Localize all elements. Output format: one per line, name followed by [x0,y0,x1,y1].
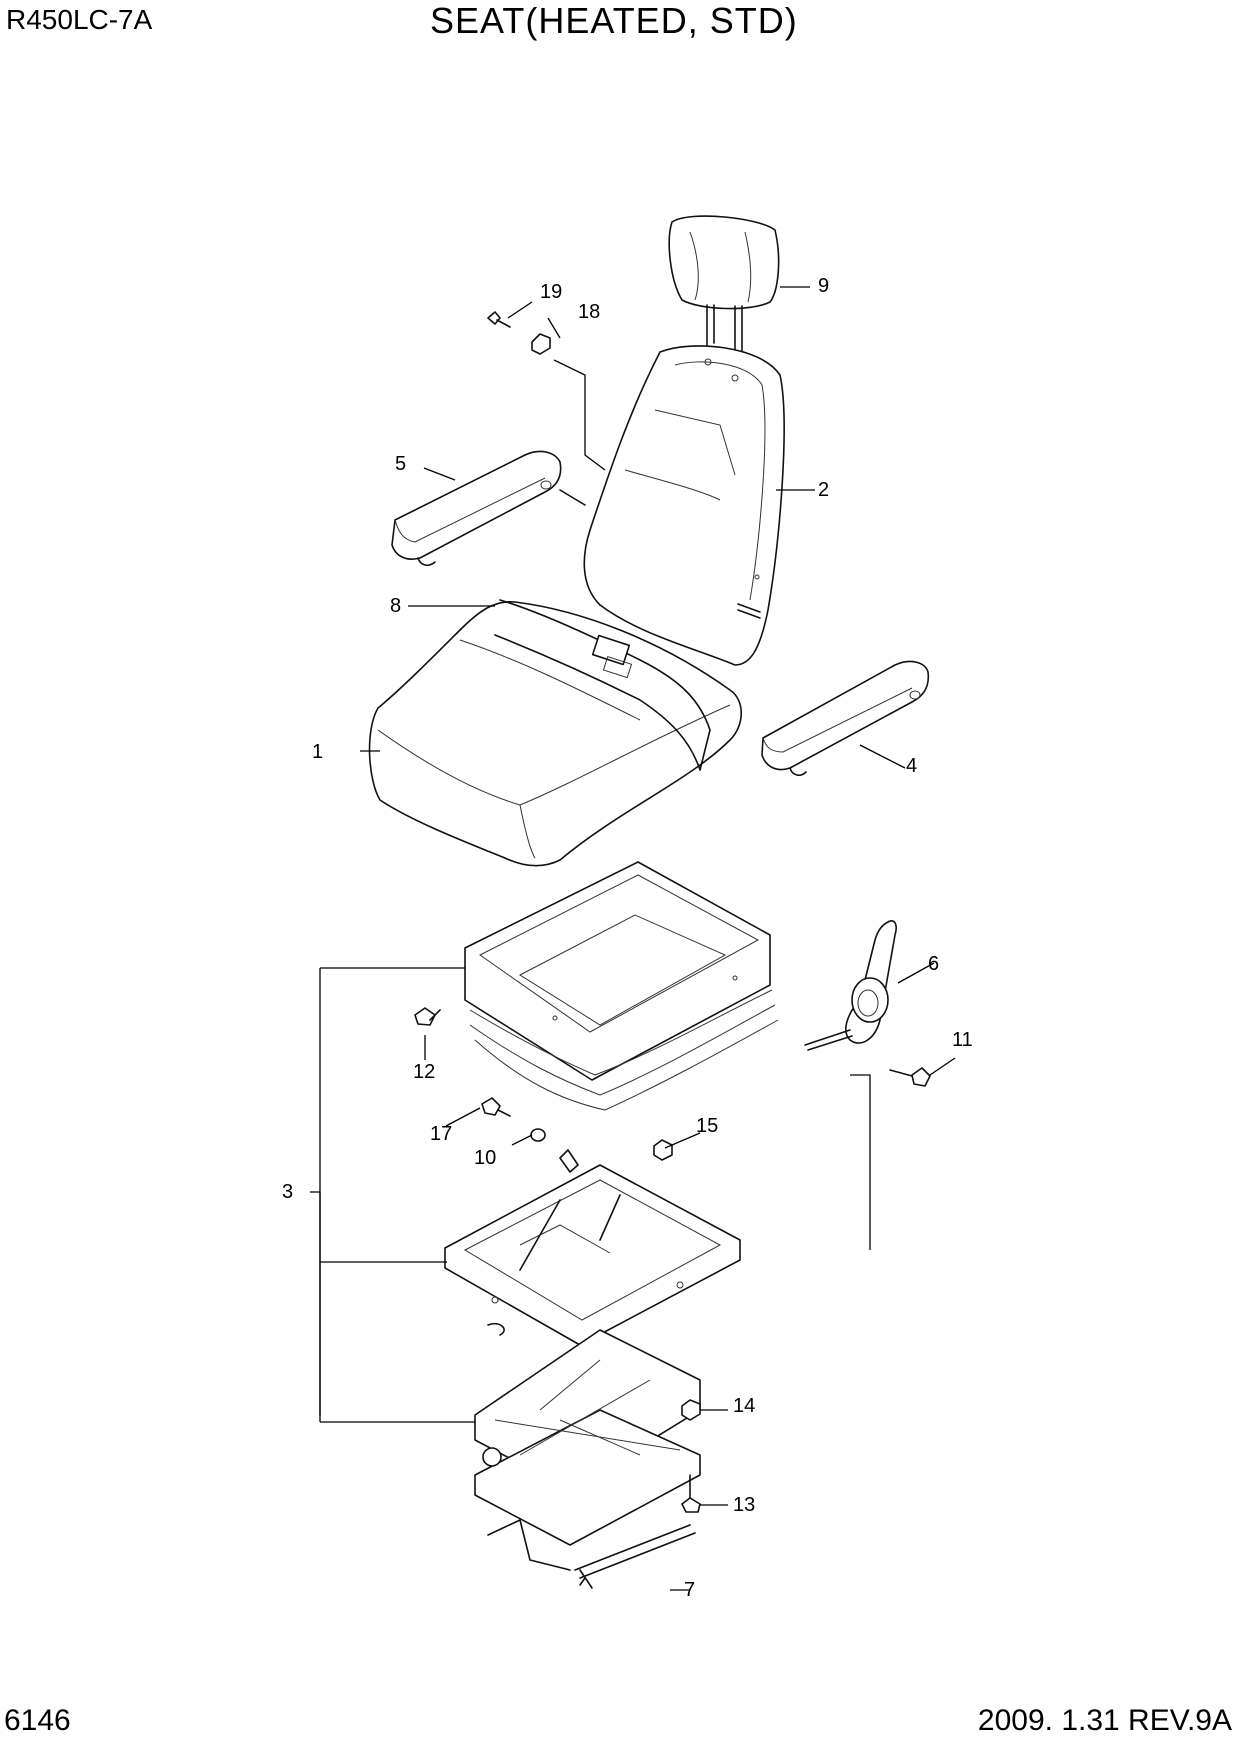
callout-15: 15 [696,1115,718,1137]
callout-12: 12 [413,1061,435,1083]
part-slide-rail [487,1519,696,1589]
model-number: R450LC-7A [6,4,153,35]
callout-labels: 1 2 3 4 5 6 7 8 9 10 11 12 13 14 15 17 1… [282,275,973,1601]
callout-10: 10 [474,1147,496,1169]
callout-14: 14 [733,1395,755,1417]
part-headrest [668,215,780,356]
callout-1: 1 [312,741,323,763]
page-title: SEAT(HEATED, STD) [430,0,798,41]
callout-2: 2 [818,479,829,501]
part-suspension-middle [444,1149,741,1346]
callout-19: 19 [540,281,562,303]
part-lever-plate [804,920,897,1051]
leader-lines [310,286,956,1591]
callout-4: 4 [906,755,917,777]
callout-8: 8 [390,595,401,617]
callout-5: 5 [395,453,406,475]
callout-11: 11 [952,1029,973,1051]
part-suspension-lower [474,1329,701,1546]
callout-6: 6 [928,953,939,975]
part-armrest-left [391,450,586,567]
part-seat-cushion [368,599,742,867]
callout-13: 13 [733,1494,755,1516]
part-suspension-top [464,861,779,1111]
part-armrest-right [761,660,930,777]
part-hardware [414,311,931,1513]
page-number: 6146 [4,1704,71,1737]
part-backrest [583,345,785,666]
revision-date: 2009. 1.31 REV.9A [977,1704,1232,1737]
callout-9: 9 [818,275,829,297]
callout-3: 3 [282,1181,293,1203]
callout-7: 7 [684,1579,695,1601]
callout-18: 18 [578,301,600,323]
callout-17: 17 [430,1123,452,1145]
